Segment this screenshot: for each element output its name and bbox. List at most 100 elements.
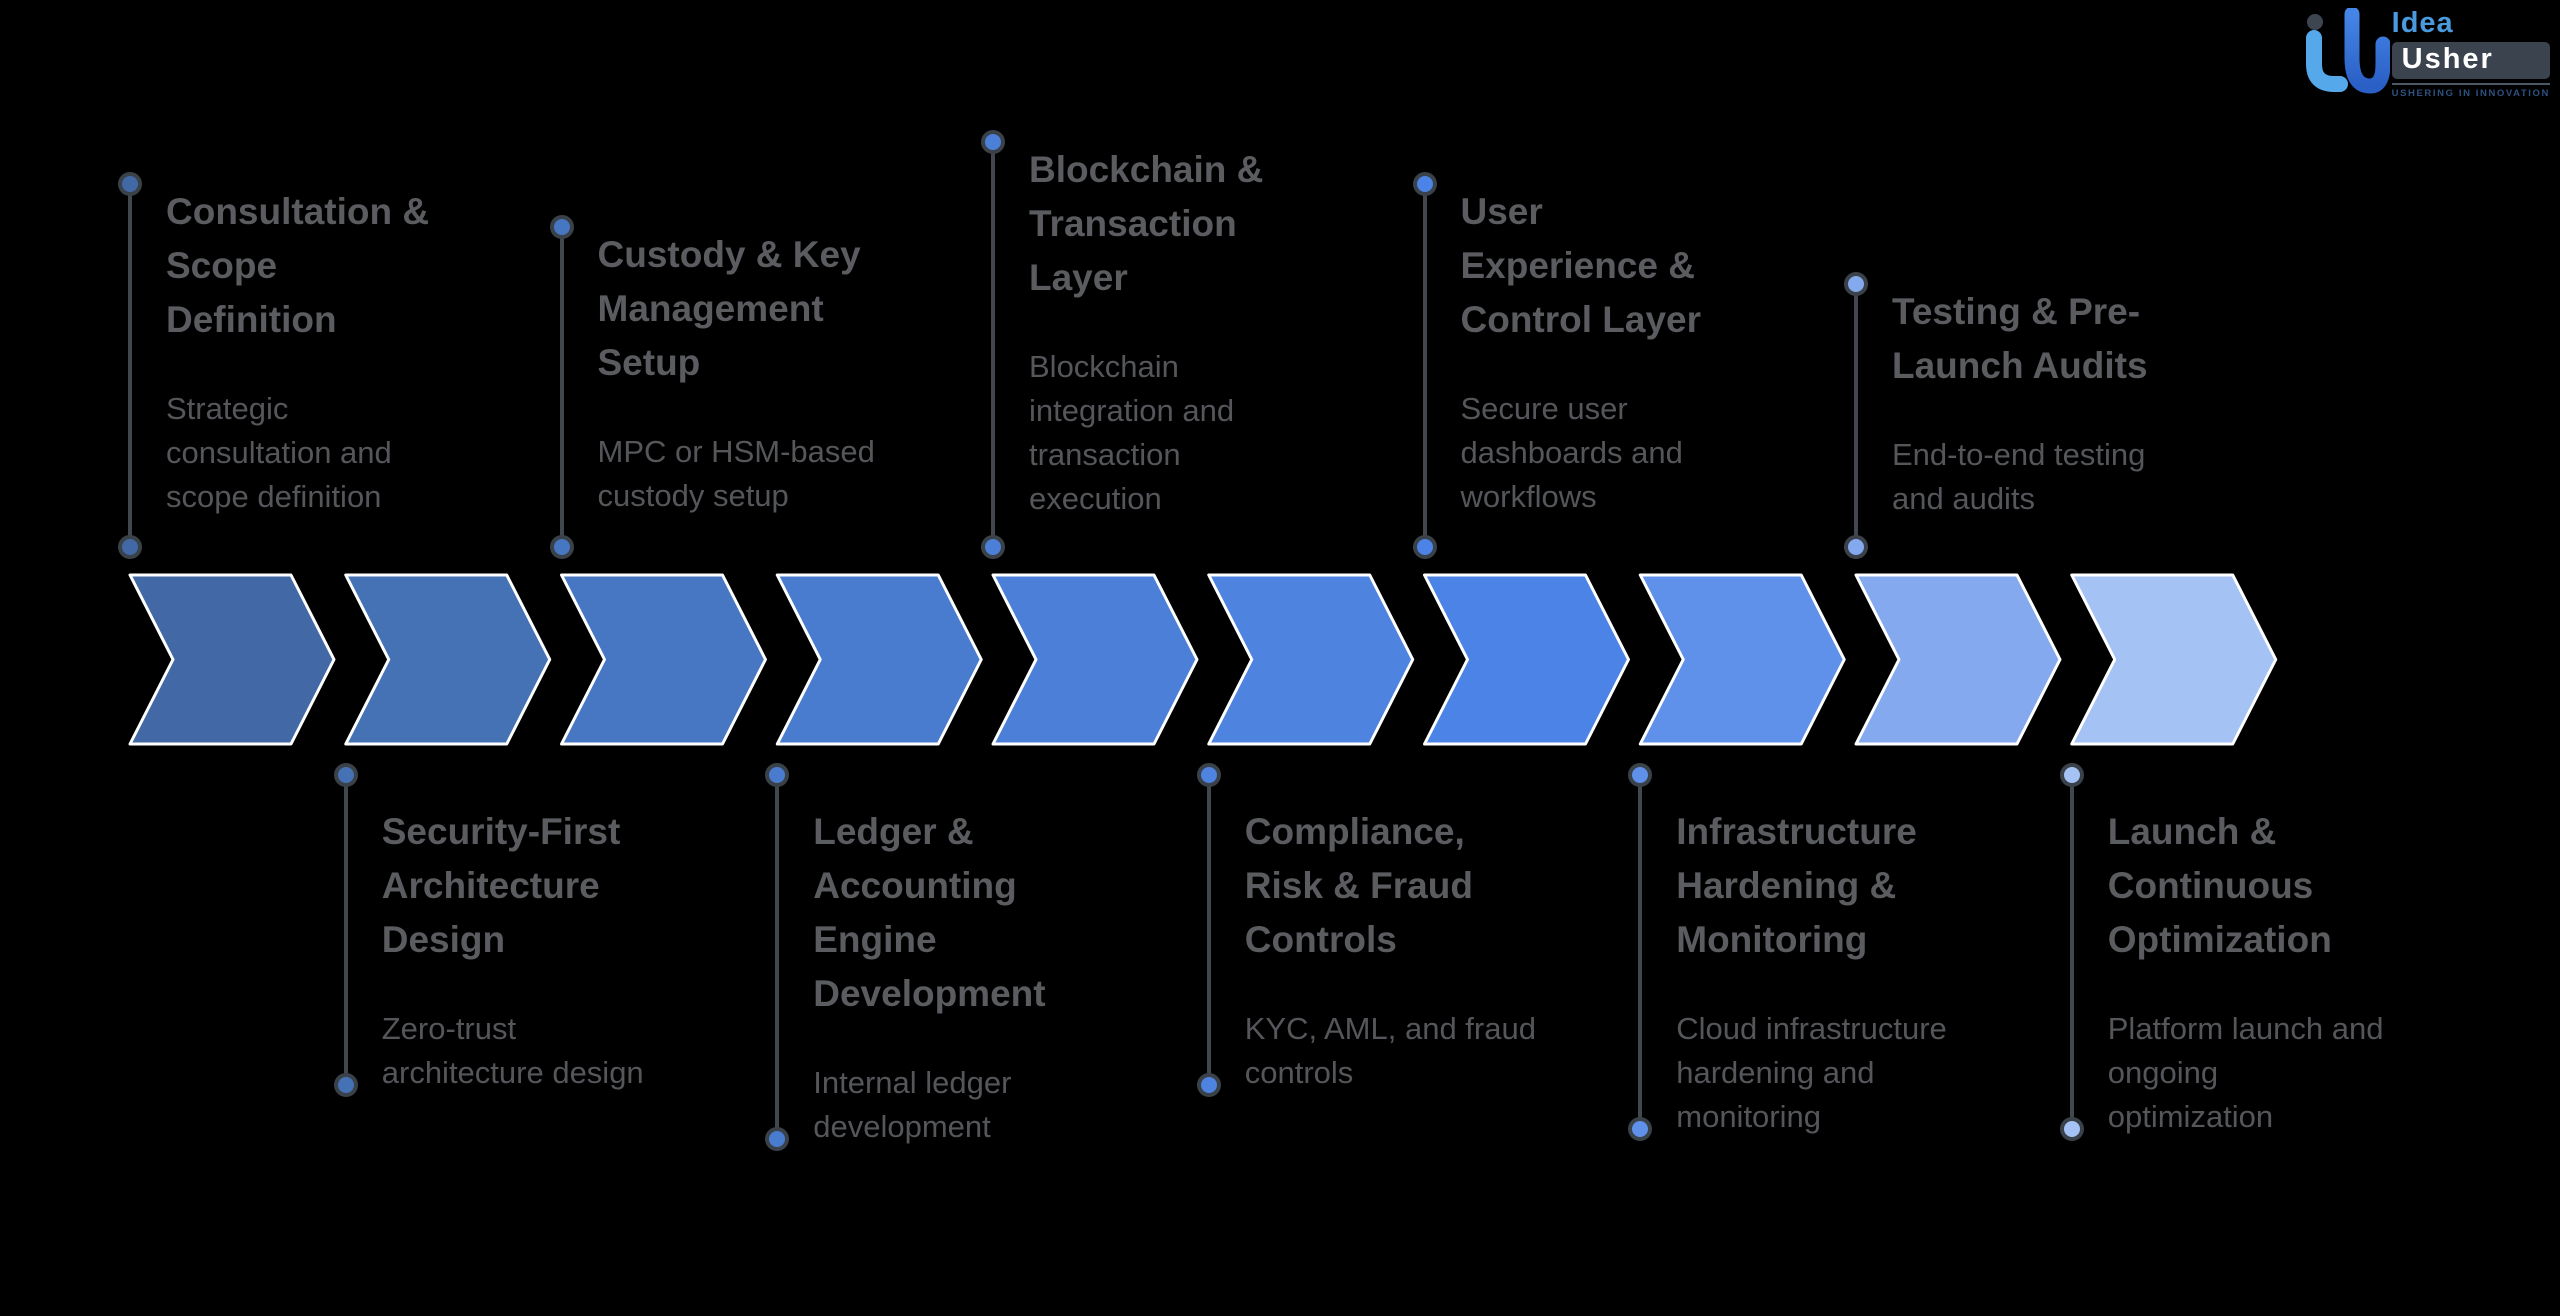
- step-subtitle-line: dashboards and: [1460, 435, 1683, 470]
- step-subtitle-line: consultation and: [166, 435, 392, 470]
- step-subtitle-line: MPC or HSM-based: [597, 434, 875, 469]
- connector-dot-step-4-band: [765, 1127, 790, 1151]
- chevron-step-9: [1854, 573, 2062, 746]
- step-7-subtitle: Secure user dashboards and workflows: [1461, 387, 1702, 519]
- step-subtitle-line: Zero-trust: [381, 1011, 517, 1046]
- chevron-step-7: [1423, 573, 1630, 746]
- chevron-step-3: [560, 573, 767, 746]
- chevron-step-10: [2070, 573, 2278, 746]
- logo-word-idea: Idea: [2391, 7, 2454, 39]
- connector-line-step-1: [128, 184, 132, 547]
- step-subtitle-line: Platform launch and: [2107, 1011, 2384, 1046]
- step-title-line: Experience &: [1460, 245, 1695, 286]
- step-title-line: Engine: [813, 919, 937, 960]
- step-3-subtitle: MPC or HSM-based custody setup: [598, 430, 875, 518]
- step-title-line: Monitoring: [1676, 919, 1868, 960]
- chevron-band: [128, 573, 2278, 746]
- step-subtitle-line: architecture design: [381, 1055, 644, 1090]
- connector-dot-step-6-band: [1196, 1073, 1221, 1097]
- step-title-line: Infrastructure: [1676, 811, 1917, 852]
- connector-dot-step-1-band: [118, 535, 142, 559]
- connector-line-step-2: [343, 775, 348, 1085]
- step-title-line: Optimization: [2107, 919, 2332, 960]
- step-title-line: Architecture: [381, 865, 600, 906]
- step-title-line: Scope: [166, 245, 278, 286]
- step-subtitle-line: controls: [1244, 1055, 1354, 1090]
- step-subtitle-line: Secure user: [1460, 391, 1628, 426]
- step-subtitle-line: custody setup: [597, 478, 789, 513]
- connector-line-step-8: [1638, 775, 1643, 1129]
- step-title-line: Testing & Pre-: [1892, 291, 2141, 332]
- connector-line-step-7: [1422, 184, 1427, 547]
- step-2-subtitle: Zero-trust architecture design: [382, 1007, 644, 1095]
- step-subtitle-line: integration and: [1029, 393, 1235, 428]
- step-subtitle-line: workflows: [1460, 479, 1597, 514]
- logo-tagline: USHERING IN INNOVATION: [2391, 83, 2550, 99]
- step-title-line: Setup: [597, 342, 701, 383]
- connector-dot-step-3-far: [549, 215, 574, 239]
- step-subtitle-line: optimization: [2107, 1099, 2274, 1134]
- step-title-line: Ledger &: [813, 811, 974, 852]
- connector-dot-step-6-far: [1196, 763, 1221, 787]
- connector-dot-step-2-far: [333, 763, 358, 787]
- chevron-step-6: [1207, 573, 1415, 746]
- step-title-line: Compliance,: [1244, 811, 1465, 852]
- connector-dot-step-4-far: [765, 763, 790, 787]
- step-subtitle-line: execution: [1029, 481, 1162, 516]
- step-title-line: Management: [597, 288, 824, 329]
- connector-line-step-6: [1206, 775, 1211, 1085]
- step-subtitle-line: Cloud infrastructure: [1676, 1011, 1947, 1046]
- connector-dot-step-8-far: [1628, 763, 1653, 787]
- logo-text: Idea Usher USHERING IN INNOVATION: [2391, 7, 2550, 99]
- connector-dot-step-10-band: [2059, 1117, 2084, 1141]
- chevron-step-1: [128, 573, 336, 746]
- step-title-line: Accounting: [813, 865, 1017, 906]
- step-title-line: Development: [813, 973, 1046, 1014]
- step-subtitle-line: monitoring: [1676, 1099, 1821, 1134]
- connector-dot-step-9-far: [1844, 272, 1868, 296]
- step-title-line: Launch &: [2107, 811, 2277, 852]
- icon-i-hook: [2305, 30, 2348, 92]
- connector-dot-step-10-far: [2059, 763, 2084, 787]
- step-title-line: User: [1460, 191, 1543, 232]
- connector-dot-step-7-band: [1412, 535, 1437, 559]
- step-subtitle-line: Strategic: [166, 391, 289, 426]
- chevron-step-8: [1638, 573, 1846, 746]
- connector-line-step-9: [1854, 284, 1858, 547]
- step-title-line: Controls: [1244, 919, 1397, 960]
- logo-word-usher: Usher: [2391, 42, 2550, 79]
- idea-usher-logo: Idea Usher USHERING IN INNOVATION: [2286, 8, 2550, 100]
- connector-dot-step-2-band: [333, 1073, 358, 1097]
- step-title-line: Definition: [166, 299, 337, 340]
- connector-line-step-5: [991, 142, 995, 547]
- step-subtitle-line: Blockchain: [1029, 349, 1179, 384]
- connector-dot-step-3-band: [549, 535, 574, 559]
- connector-dot-step-7-far: [1412, 172, 1437, 196]
- step-title-line: Design: [381, 919, 506, 960]
- icon-u-shape: [2344, 8, 2390, 94]
- step-subtitle-line: KYC, AML, and fraud: [1244, 1011, 1536, 1046]
- step-title-line: Custody & Key: [597, 234, 861, 275]
- chevron-step-5: [991, 573, 1199, 746]
